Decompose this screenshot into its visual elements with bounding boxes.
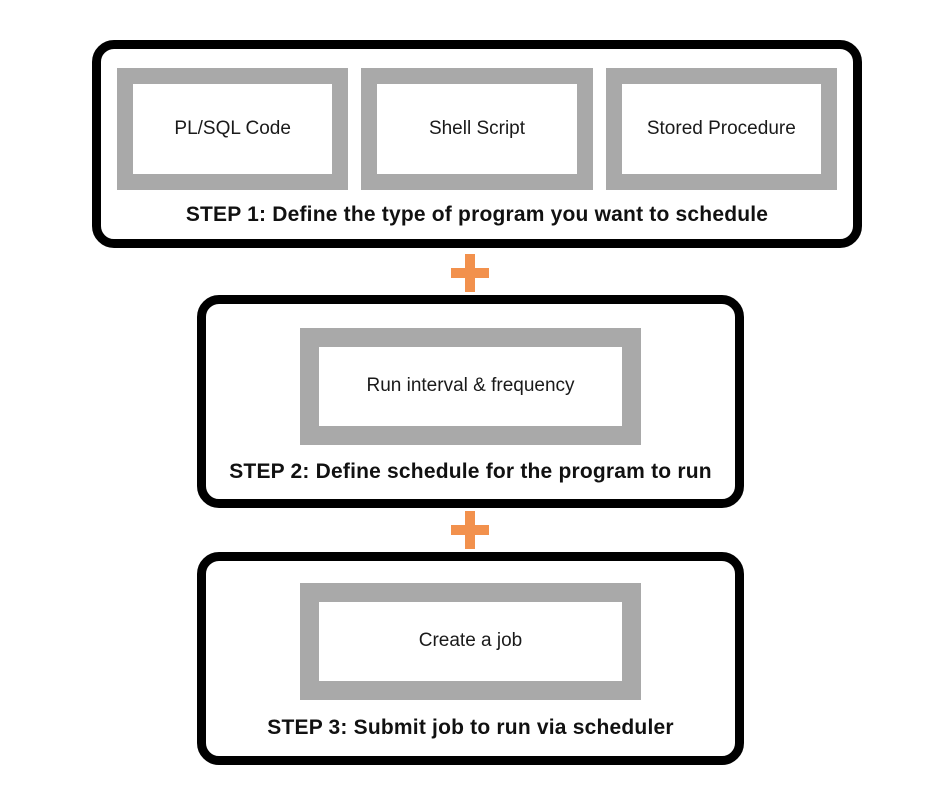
program-type-box-stored-procedure: Stored Procedure	[605, 68, 837, 190]
step-3-panel: Create a job STEP 3: Submit job to run v…	[197, 552, 744, 765]
schedule-box: Run interval & frequency	[300, 328, 641, 445]
plus-icon	[451, 511, 489, 549]
box-label-interval: Run interval & frequency	[366, 375, 575, 397]
plus-icon	[451, 254, 489, 292]
box-label-shell: Shell Script	[428, 117, 526, 139]
step-1-boxes: PL/SQL Code Shell Script Stored Procedur…	[117, 68, 837, 190]
step-1-panel: PL/SQL Code Shell Script Stored Procedur…	[92, 40, 862, 248]
box-label-plsql: PL/SQL Code	[174, 117, 291, 139]
program-type-box-shell: Shell Script	[361, 68, 593, 190]
step-1-caption: STEP 1: Define the type of program you w…	[185, 203, 769, 226]
program-type-box-plsql: PL/SQL Code	[117, 68, 349, 190]
box-label-create-job: Create a job	[418, 630, 523, 652]
step-2-caption: STEP 2: Define schedule for the program …	[229, 460, 712, 483]
step-3-caption: STEP 3: Submit job to run via scheduler	[267, 716, 674, 739]
create-job-box: Create a job	[300, 583, 641, 700]
step-2-panel: Run interval & frequency STEP 2: Define …	[197, 295, 744, 508]
box-label-stored-procedure: Stored Procedure	[646, 117, 796, 139]
